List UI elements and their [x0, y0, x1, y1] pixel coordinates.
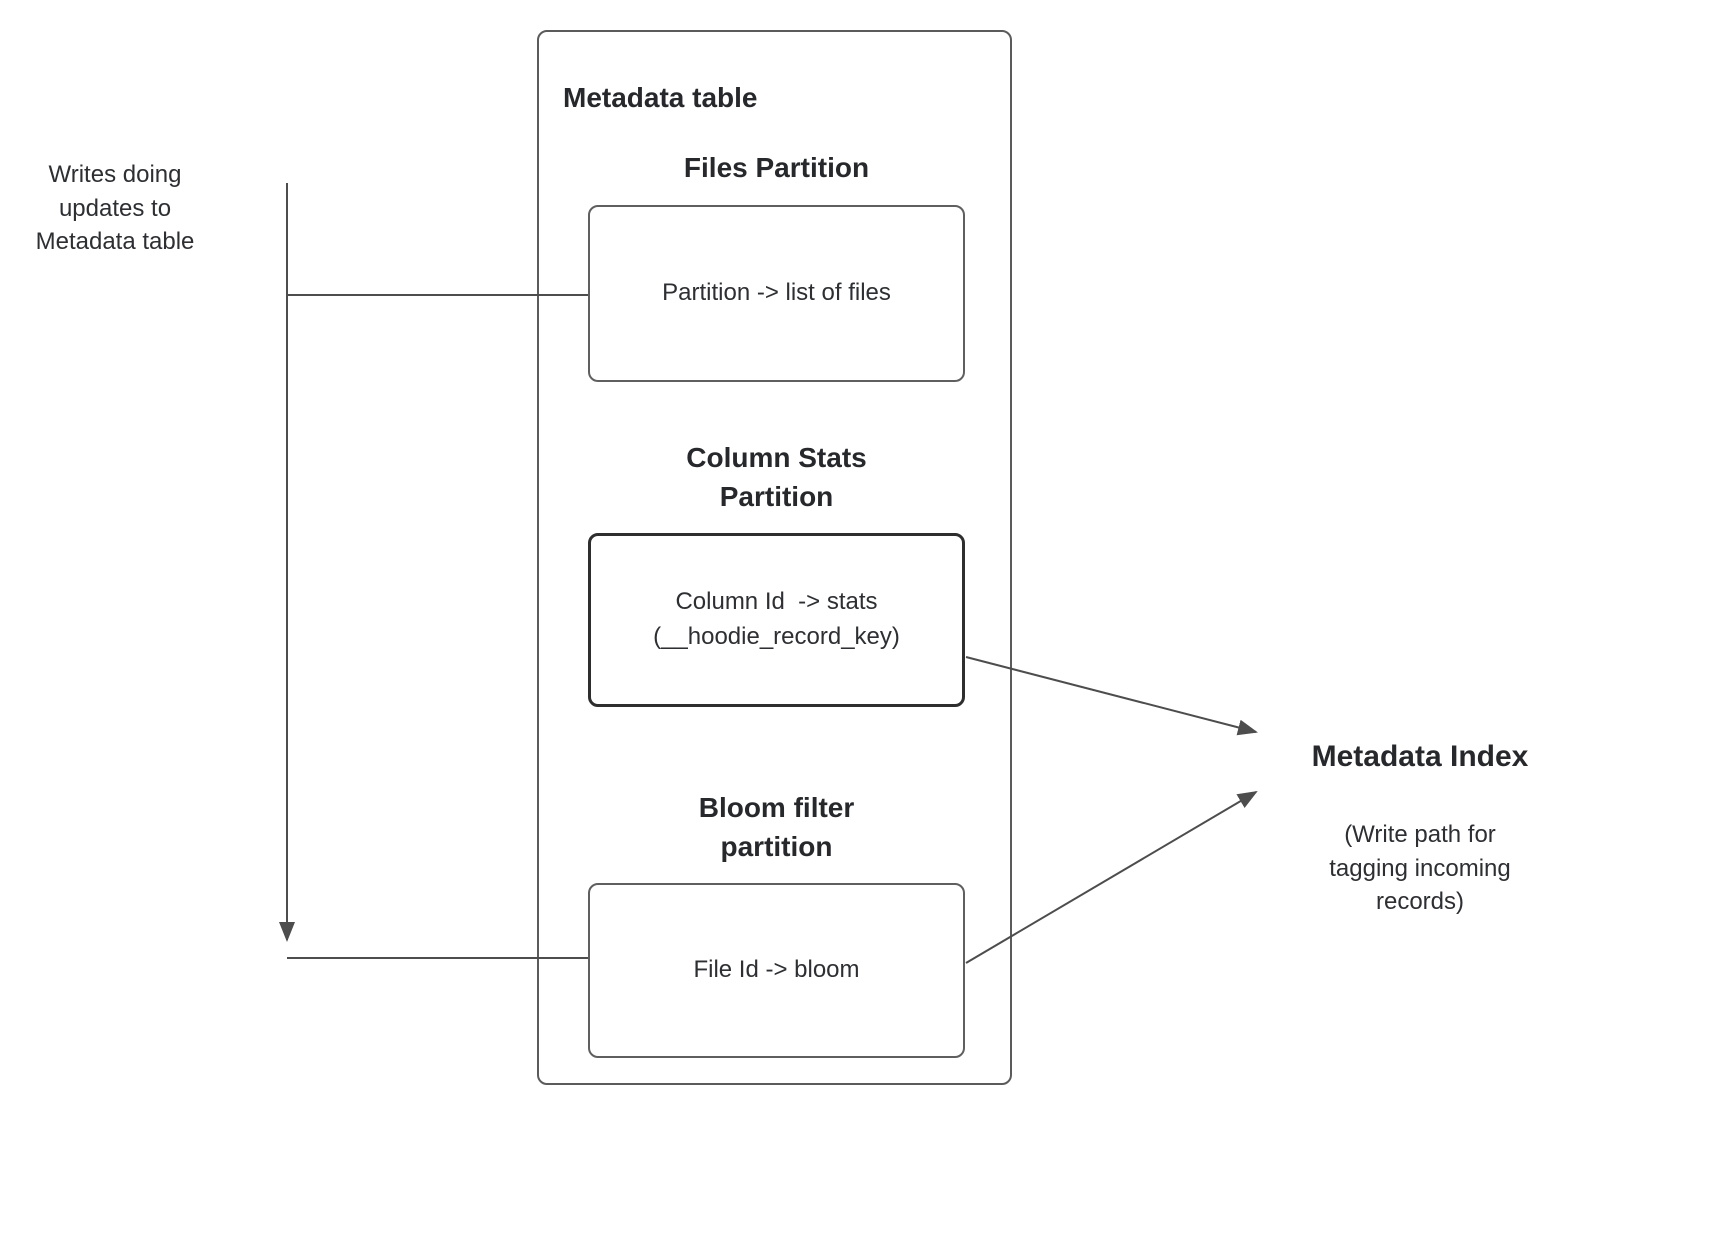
bloom-filter-partition-box: File Id -> bloom	[588, 883, 965, 1058]
column-stats-partition-box: Column Id -> stats (__hoodie_record_key)	[588, 533, 965, 707]
writes-updates-label: Writes doing updates to Metadata table	[35, 161, 195, 256]
metadata-table-box	[537, 30, 1012, 1085]
files-partition-box: Partition -> list of files	[588, 205, 965, 382]
column-stats-text-line1: Column Id -> stats	[675, 588, 878, 616]
files-partition-text: Partition -> list of files	[662, 279, 891, 307]
column-stats-partition-heading: Column Stats Partition	[686, 442, 867, 513]
files-partition-heading: Files Partition	[683, 152, 870, 183]
metadata-table-title: Metadata table	[563, 82, 758, 113]
metadata-index-subtitle: (Write path for tagging incoming records…	[1329, 821, 1511, 916]
bloom-filter-partition-heading: Bloom filter partition	[698, 792, 855, 863]
bloom-filter-text: File Id -> bloom	[693, 956, 860, 984]
column-stats-text-line2: (__hoodie_record_key)	[653, 623, 900, 650]
metadata-index-title: Metadata Index	[1311, 740, 1529, 773]
